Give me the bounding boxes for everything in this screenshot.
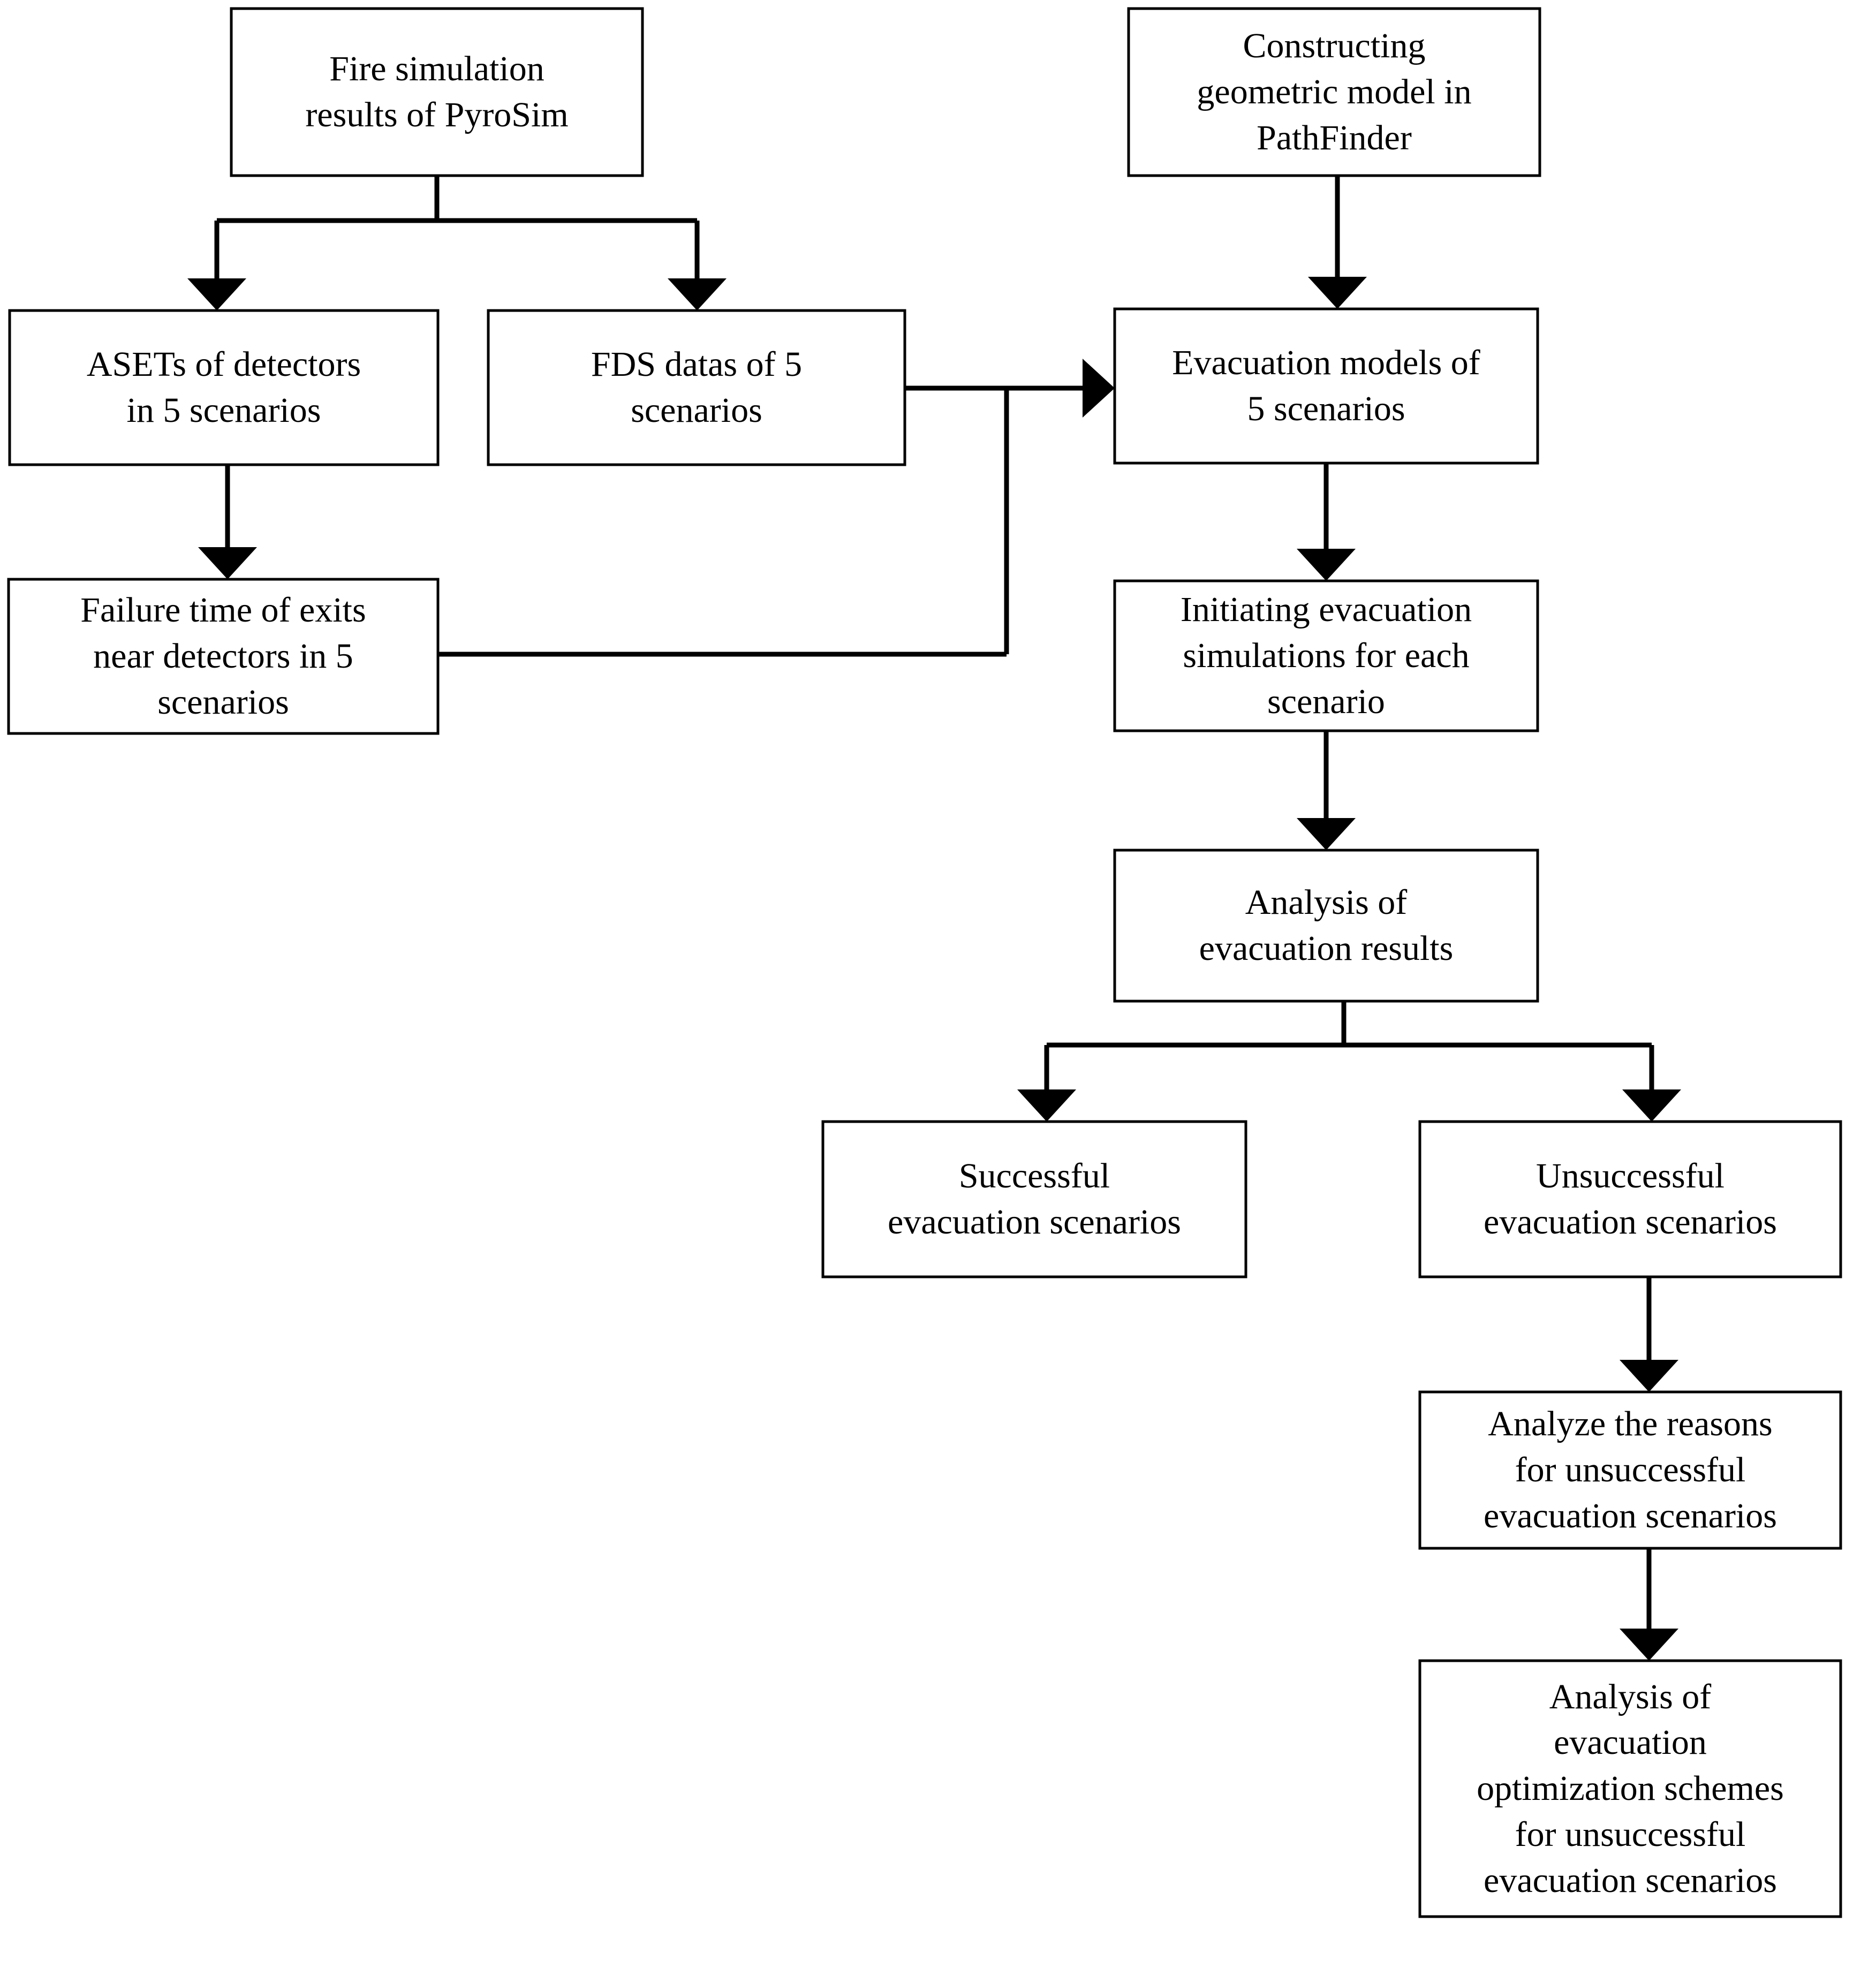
node-box-asets-of-detectors[interactable] [8, 309, 440, 466]
arrowhead-down-icon [1622, 1089, 1681, 1122]
arrowhead-down-icon [1297, 818, 1356, 850]
edge-fire-to-asets-and-fds [187, 176, 727, 311]
node-box-fire-simulation[interactable] [230, 7, 644, 177]
edge-fds-to-evacmodels [905, 359, 1115, 418]
arrowhead-down-icon [1620, 1360, 1678, 1392]
edge-evacmodels-to-init [1297, 463, 1356, 581]
edge-analyze-to-optim [1620, 1548, 1678, 1661]
node-box-successful-evacuation-scenarios[interactable] [821, 1120, 1247, 1278]
edge-analysis-split [1017, 1001, 1681, 1122]
arrowhead-down-icon [187, 278, 246, 311]
edge-geom-to-evacmodels [1308, 176, 1367, 309]
node-box-initiating-evacuation-simulations[interactable] [1113, 579, 1539, 732]
edge-init-to-analysis [1297, 731, 1356, 850]
arrowhead-down-icon [1017, 1089, 1076, 1122]
arrowhead-right-icon [1083, 359, 1115, 418]
node-box-constructing-geometric-model[interactable] [1127, 7, 1541, 177]
node-box-analyze-the-reasons[interactable] [1418, 1390, 1842, 1550]
arrowhead-down-icon [1620, 1629, 1678, 1661]
arrowhead-down-icon [1308, 277, 1367, 309]
node-box-analysis-of-evacuation-results[interactable] [1113, 849, 1539, 1003]
node-layer [7, 7, 1842, 1918]
edge-unsuccess-to-analyze [1620, 1277, 1678, 1392]
node-box-failure-time-of-exits[interactable] [7, 578, 440, 735]
edge-layer [187, 176, 1681, 1661]
arrowhead-down-icon [198, 547, 257, 579]
node-box-fds-datas[interactable] [487, 309, 906, 466]
arrowhead-down-icon [1297, 549, 1356, 581]
node-box-evacuation-models[interactable] [1113, 307, 1539, 465]
edge-asets-to-failure [198, 465, 257, 579]
edge-failure-to-evacmodels [438, 388, 1009, 657]
arrowhead-down-icon [668, 278, 727, 311]
node-box-unsuccessful-evacuation-scenarios[interactable] [1418, 1120, 1842, 1278]
node-box-analysis-of-optimization-schemes[interactable] [1418, 1659, 1842, 1918]
